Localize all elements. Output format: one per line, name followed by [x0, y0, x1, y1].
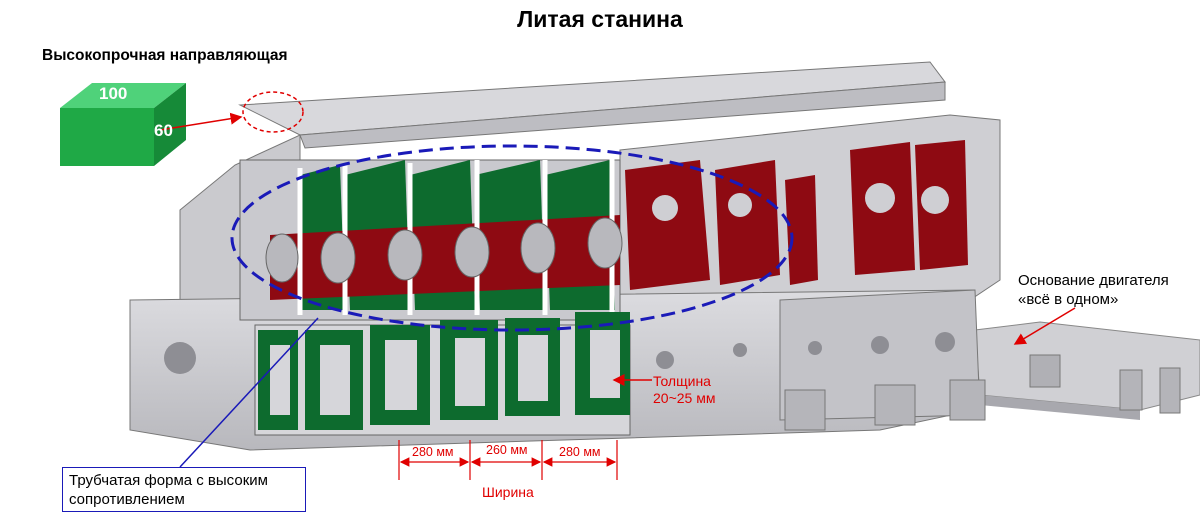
motor-base-line2: «всё в одном» [1018, 291, 1119, 308]
tube-line2: сопротивлением [69, 491, 185, 508]
tube-highlight [230, 144, 794, 332]
guide-dim-b: 60 [154, 121, 173, 140]
motor-base-platform [974, 321, 1200, 420]
red-ribs [625, 140, 968, 290]
thickness-line2: 20~25 мм [653, 390, 716, 406]
page-title: Литая станина [517, 6, 683, 32]
tubular-section [239, 158, 623, 321]
tube-pointer [179, 317, 319, 468]
thickness-label: Толщина 20~25 мм [653, 373, 715, 407]
width-dim-3: 280 мм [559, 445, 601, 459]
guide-dim-a: 100 [99, 84, 128, 103]
thickness-line1: Толщина [653, 373, 711, 389]
lower-section [254, 312, 631, 436]
width-dim-2: 260 мм [486, 443, 528, 457]
guide-arrow [159, 112, 243, 131]
width-label: Ширина [482, 484, 534, 500]
width-dim-1: 280 мм [412, 445, 454, 459]
guide-block-icon [60, 83, 186, 166]
tube-line1: Трубчатая форма с высоким [69, 472, 268, 489]
motor-base-line1: Основание двигателя [1018, 272, 1169, 289]
guide-highlight [242, 91, 304, 133]
guide-label: Высокопрочная направляющая [42, 47, 288, 64]
width-dimensions [398, 440, 618, 480]
tube-label-box: Трубчатая форма с высоким сопротивлением [62, 467, 306, 512]
motor-base-label: Основание двигателя «всё в одном» [1018, 271, 1169, 309]
motor-pointer [1013, 307, 1076, 345]
